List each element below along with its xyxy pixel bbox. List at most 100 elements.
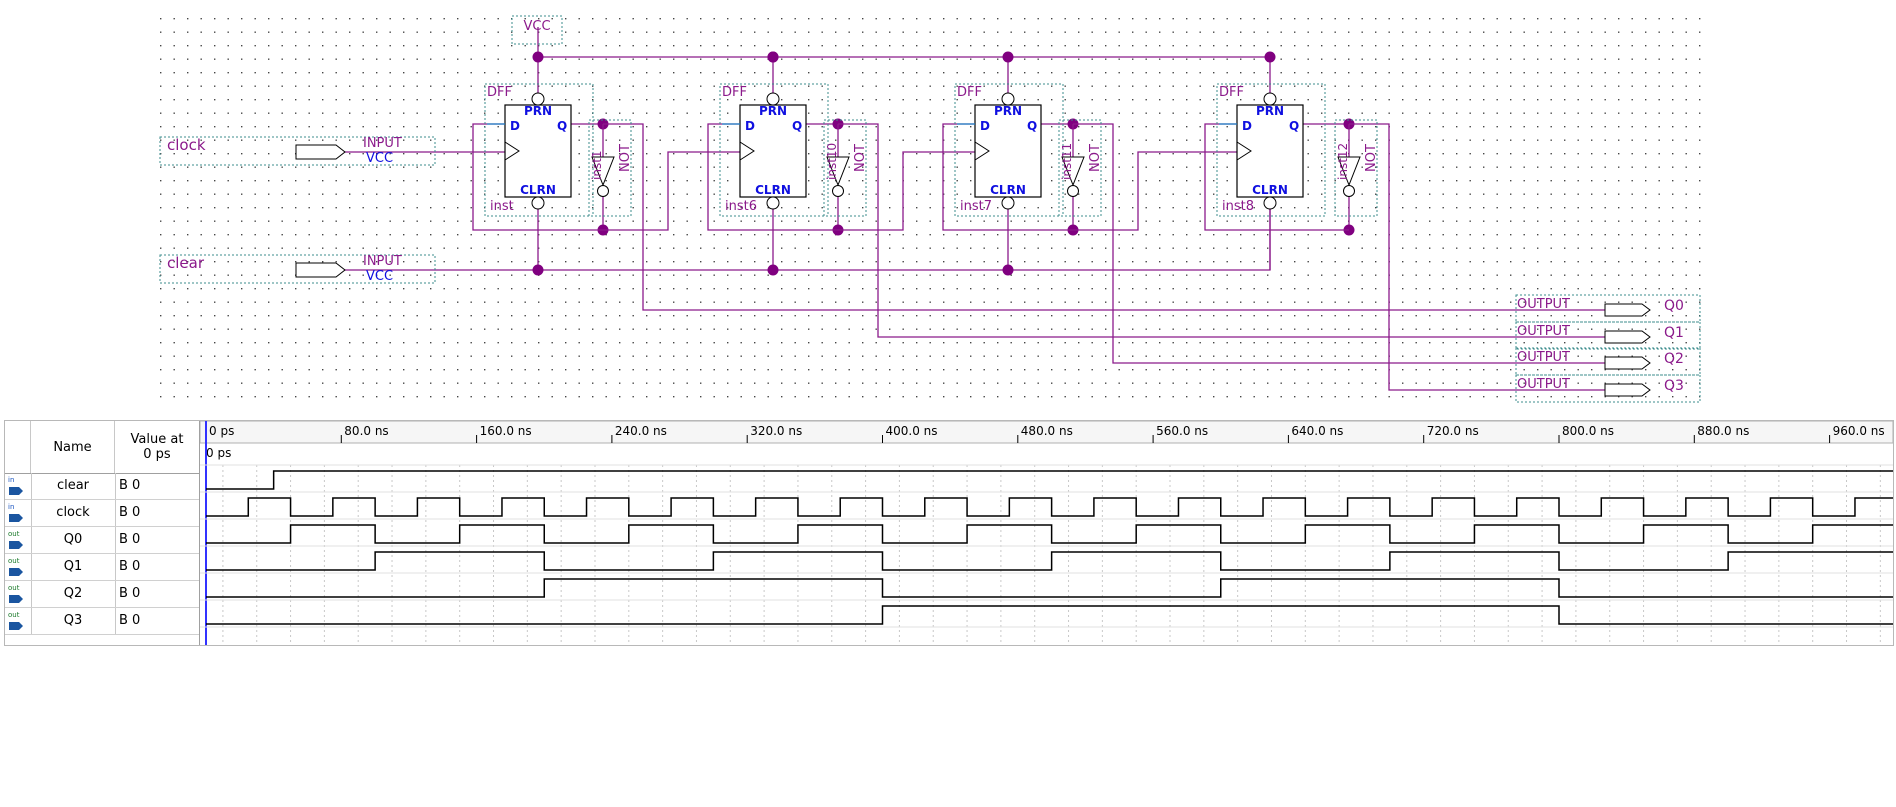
prn-label: PRN: [524, 104, 552, 118]
q-label: Q: [1289, 119, 1299, 133]
signal-value: B 0: [119, 532, 141, 547]
not-instance-label: inst11: [1060, 143, 1074, 180]
header-name[interactable]: Name: [31, 421, 115, 473]
waveform-trace-Q2: [206, 578, 1893, 598]
not-bubble: [832, 185, 844, 197]
time-ruler: [200, 421, 1893, 444]
input-pin-symbol: [295, 262, 346, 278]
output-name-Q3: Q3: [1664, 378, 1684, 394]
dff-body: [974, 104, 1042, 198]
d-label: D: [745, 119, 755, 133]
output-tag: OUTPUT: [1517, 350, 1570, 365]
svg-text:in: in: [8, 503, 14, 511]
signal-name: Q0: [31, 527, 116, 553]
q-label: Q: [792, 119, 802, 133]
output-frame: [1515, 347, 1701, 376]
header-value-at-time: 0 ps: [143, 447, 171, 462]
signal-value: B 0: [119, 559, 141, 574]
prn-bubble: [1001, 92, 1015, 106]
not-bubble: [1343, 185, 1355, 197]
signal-value: B 0: [119, 478, 141, 493]
not-frame: [1334, 119, 1378, 217]
output-pin-symbol: [1604, 383, 1651, 397]
tick-label: 240.0 ns: [615, 424, 667, 438]
junction-node: [532, 51, 544, 63]
tick-label: 880.0 ns: [1697, 424, 1749, 438]
signal-name: Q3: [31, 608, 116, 634]
waveform-trace-clear: [206, 470, 1893, 490]
q-label: Q: [1027, 119, 1037, 133]
signal-name: clear: [31, 473, 116, 499]
signal-name: clock: [31, 500, 116, 526]
clrn-label: CLRN: [755, 183, 791, 197]
waveform-trace-Q0: [206, 524, 1893, 544]
dff-frame: [484, 83, 594, 217]
input-frame: [159, 254, 436, 284]
output-pin-symbol: [1604, 356, 1651, 370]
signal-value: B 0: [119, 505, 141, 520]
header-value-at-label: Value at: [130, 432, 184, 447]
junction-node: [1002, 264, 1014, 276]
junction-node: [767, 51, 779, 63]
clrn-label: CLRN: [1252, 183, 1288, 197]
not-type-label: NOT: [1364, 144, 1379, 172]
clrn-bubble: [1263, 196, 1277, 210]
tick-label: 80.0 ns: [344, 424, 388, 438]
clock-triangle: [739, 141, 755, 161]
input-sub: VCC: [366, 269, 393, 284]
output-net: [1073, 123, 1605, 364]
clrn-bubble: [1001, 196, 1015, 210]
clrn-bubble: [531, 196, 545, 210]
dff-instance-label: inst8: [1222, 199, 1254, 214]
not-frame: [823, 119, 867, 217]
output-frame: [1515, 321, 1701, 350]
header-icon-column: [5, 421, 31, 473]
signal-value: B 0: [119, 613, 141, 628]
output-tag: OUTPUT: [1517, 377, 1570, 392]
not-bubble: [597, 185, 609, 197]
not-frame: [588, 119, 632, 217]
clock-triangle: [1236, 141, 1252, 161]
svg-text:out: out: [8, 611, 20, 619]
prn-bubble: [531, 92, 545, 106]
input-pin-icon: in: [5, 473, 32, 499]
junction-node: [767, 264, 779, 276]
output-name-Q1: Q1: [1664, 325, 1684, 341]
q-label: Q: [557, 119, 567, 133]
tick-label: 720.0 ns: [1427, 424, 1479, 438]
prn-bubble: [1263, 92, 1277, 106]
input-frame: [159, 136, 436, 166]
junction-node: [1002, 51, 1014, 63]
dff-instance-label: inst: [490, 199, 514, 214]
clrn-bubble: [766, 196, 780, 210]
ripple-clock: [1073, 151, 1237, 231]
input-tag: INPUT: [363, 254, 402, 269]
ripple-clock: [838, 151, 975, 231]
grid-dots: [160, 18, 1701, 398]
signal-value: B 0: [119, 586, 141, 601]
output-pin-symbol: [1604, 330, 1651, 344]
prn-bubble: [766, 92, 780, 106]
header-value-at[interactable]: Value at 0 ps: [115, 421, 199, 473]
tick-label: 960.0 ns: [1833, 424, 1885, 438]
waveform-trace-clock: [206, 497, 1893, 517]
dff-frame: [954, 83, 1064, 217]
not-instance-label: inst12: [1336, 143, 1350, 180]
grid-dot-pattern: [160, 18, 1701, 398]
dff-instance-label: inst6: [725, 199, 757, 214]
clock-triangle: [974, 141, 990, 161]
tick-label: 640.0 ns: [1291, 424, 1343, 438]
output-pin-symbol: [1604, 303, 1651, 317]
vcc-frame: [511, 15, 563, 45]
not-triangle: [1337, 156, 1361, 187]
input-sub: VCC: [366, 151, 393, 166]
